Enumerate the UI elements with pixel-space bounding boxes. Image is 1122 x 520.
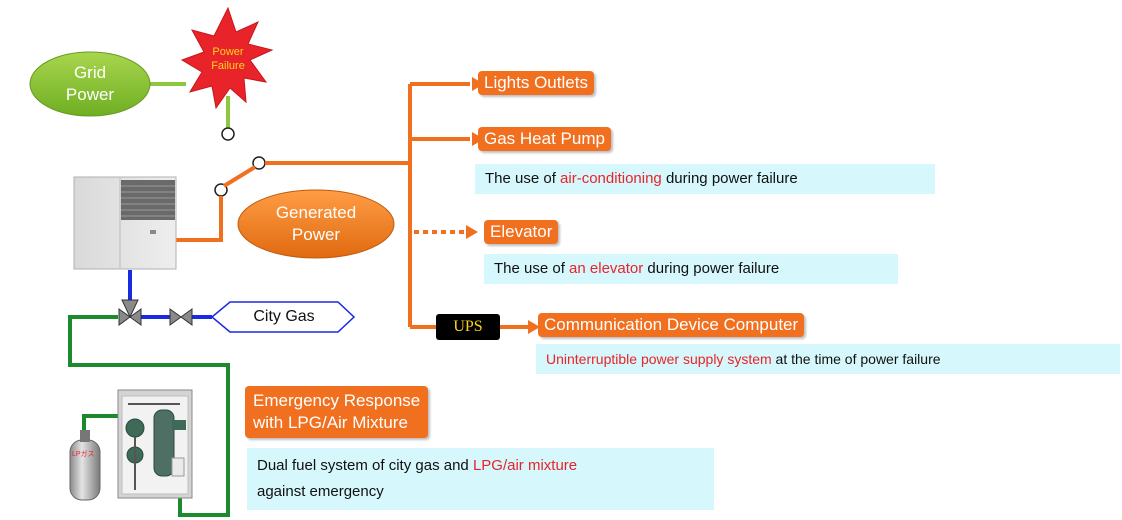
generated-power-node [237,189,395,259]
grid-power-node [29,51,151,117]
elevator-box: Elevator [484,220,559,244]
power-distribution-lines [176,82,528,329]
lpg-mixer-unit [117,389,193,499]
svg-text:LPガス: LPガス [72,449,95,458]
arrowheads [466,77,540,334]
comm-description: Uninterruptible power supply system at t… [536,344,1120,374]
ghp-description: The use of air-conditioning during power… [475,164,935,194]
power-failure-burst [180,6,274,110]
valve-2 [169,308,193,326]
ups-box: UPS [436,314,500,340]
gas-heat-pump-box: Gas Heat Pump [478,127,611,151]
city-gas-node [210,301,356,333]
valve-1 [118,299,142,326]
gas-engine-unit [73,176,177,270]
city-gas-label: City Gas [253,308,315,325]
communication-device-box: Communication Device Computer [538,313,805,337]
switch-contact-grid [221,127,235,141]
lpg-cylinder: LPガス [69,430,101,501]
emergency-description: Dual fuel system of city gas and LPG/air… [247,448,714,510]
lights-outlets-box: Lights Outlets [478,71,594,95]
elevator-description: The use of an elevator during power fail… [484,254,898,284]
